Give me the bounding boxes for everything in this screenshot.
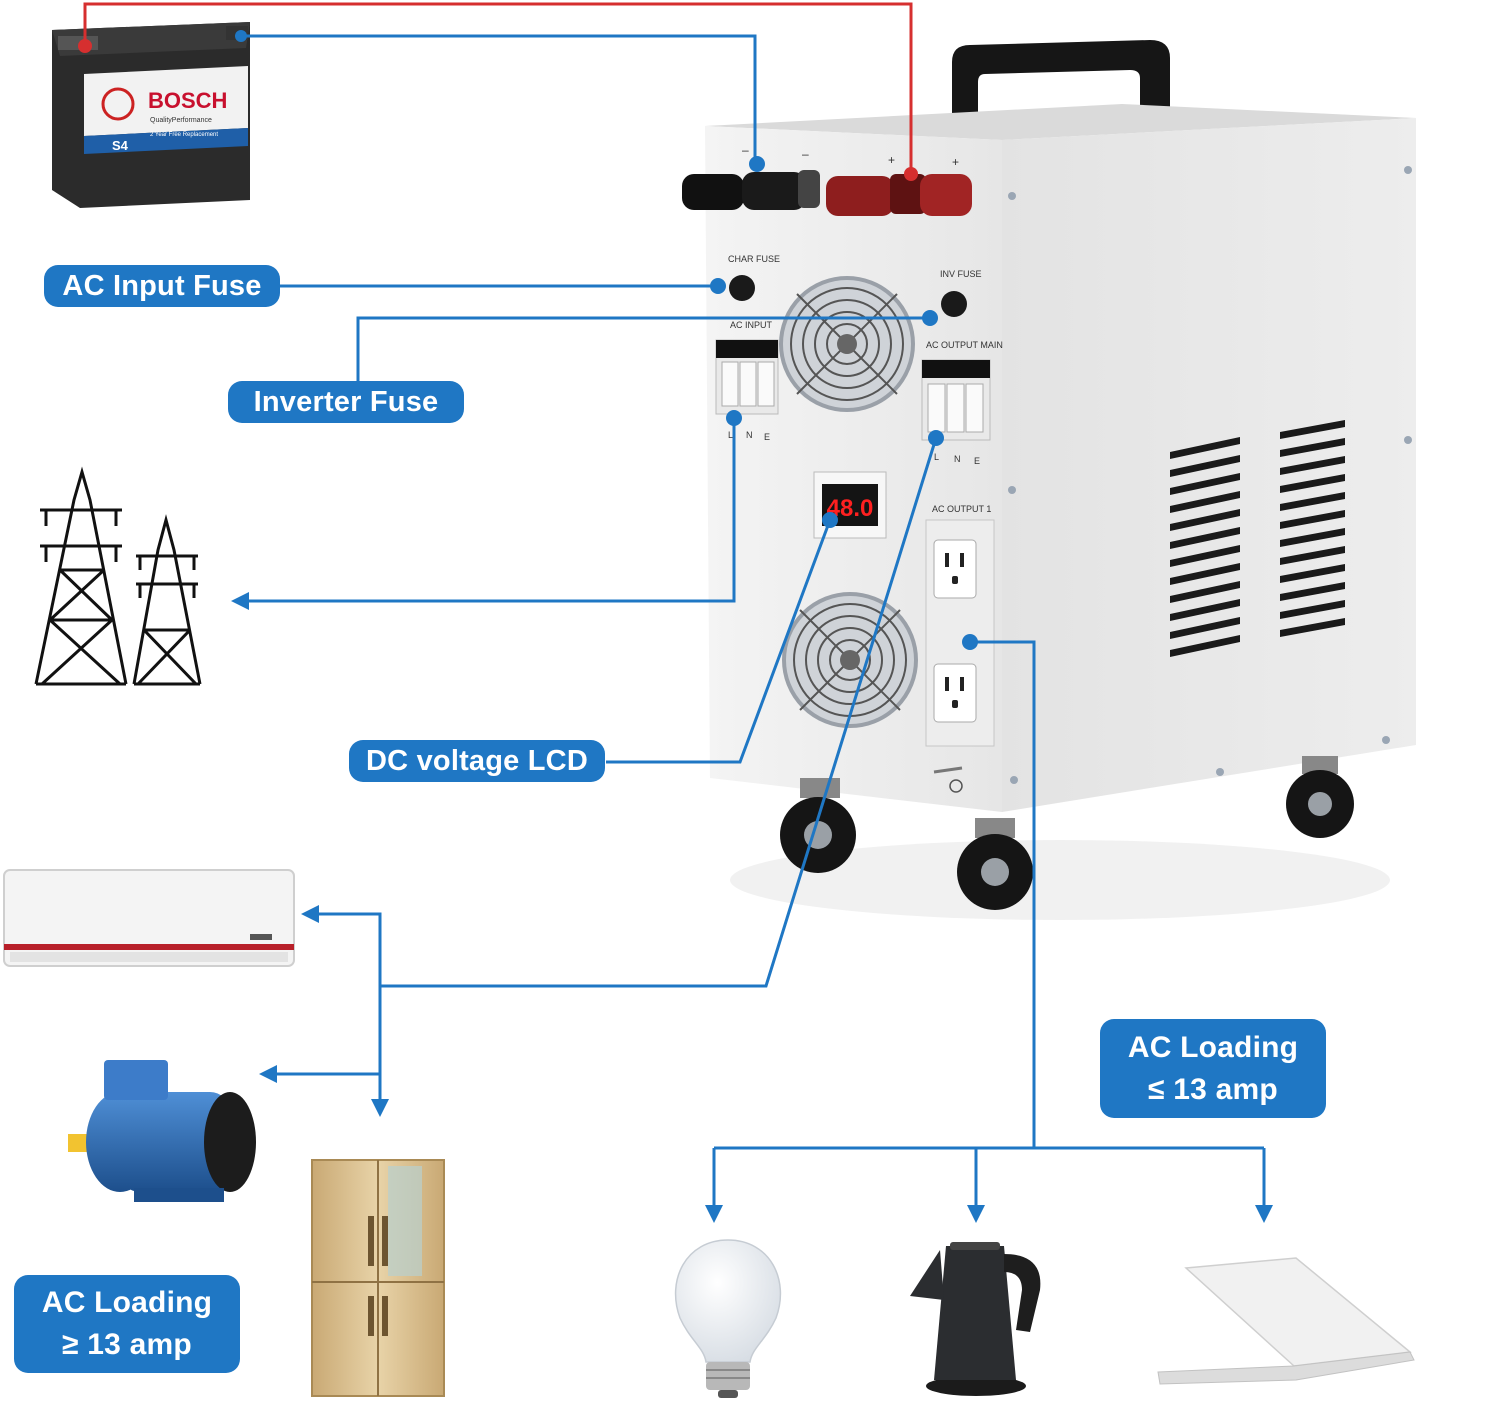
ac-input-n: N (746, 430, 753, 440)
dc-voltage-lcd-label: DC voltage LCD (349, 740, 605, 782)
battery-wires (83, 2, 913, 172)
ac-loading-high-label: AC Loading ≥ 13 amp (14, 1275, 240, 1373)
top-fan-icon (779, 276, 915, 412)
ac-input-e: E (764, 432, 770, 442)
terminal-plus-1: + (888, 153, 895, 167)
battery-quality: QualityPerformance (150, 117, 212, 124)
battery-brand: BOSCH (148, 88, 227, 113)
callout-lines (231, 284, 1273, 1223)
outlet-2-icon (933, 663, 977, 723)
char-fuse-text: CHAR FUSE (728, 254, 780, 264)
laptop-icon (1157, 1257, 1415, 1385)
ac-loading-low-label: AC Loading ≤ 13 amp (1100, 1019, 1326, 1118)
ac-loading-low-line2: ≤ 13 amp (1148, 1072, 1278, 1106)
ac-input-fuse-knob[interactable] (729, 275, 755, 301)
battery-icon: BOSCH QualityPerformance S4 2 Year Free … (52, 22, 250, 208)
ac-output-l: L (934, 452, 939, 462)
ac-output-n: N (954, 454, 961, 464)
inverter-fuse-label: Inverter Fuse (228, 381, 464, 423)
ac-output-main-text: AC OUTPUT MAIN (926, 340, 1003, 350)
ac-output-e: E (974, 456, 980, 466)
side-vents (1170, 420, 1345, 657)
power-tower-icon (34, 466, 202, 686)
inverter-fuse-knob[interactable] (941, 291, 967, 317)
terminal-minus-1: – (742, 143, 749, 157)
wheels-icon (780, 756, 1354, 910)
terminal-minus-2: – (802, 147, 809, 161)
dc-terminals: – – + + (682, 143, 972, 216)
ac-loading-high-line2: ≥ 13 amp (62, 1328, 192, 1361)
ac-loading-low-line1: AC Loading (1127, 1030, 1299, 1064)
bottom-fan-icon (782, 592, 918, 728)
kettle-icon (910, 1242, 1041, 1396)
light-bulb-icon (674, 1239, 782, 1398)
outlet-1-icon (933, 539, 977, 599)
battery-replacement: 2 Year Free Replacement (150, 132, 218, 138)
dc-voltage-lcd-display: 48.0 (813, 471, 887, 539)
battery-model: S4 (112, 138, 129, 153)
ac-input-fuse-label: AC Input Fuse (44, 265, 280, 307)
inverter-icon: – – + + CHAR FUSE INV FUSE AC INPUT L (682, 40, 1416, 920)
electric-motor-icon (68, 1060, 256, 1202)
ac-loading-high-line1: AC Loading (41, 1286, 213, 1319)
refrigerator-icon (311, 1159, 445, 1397)
ac-input-text: AC INPUT (730, 320, 773, 330)
ac-input-l: L (728, 430, 733, 440)
terminal-plus-2: + (952, 155, 959, 169)
ac-output-1-text: AC OUTPUT 1 (932, 504, 991, 514)
air-conditioner-icon (3, 869, 295, 967)
inv-fuse-text: INV FUSE (940, 269, 982, 279)
